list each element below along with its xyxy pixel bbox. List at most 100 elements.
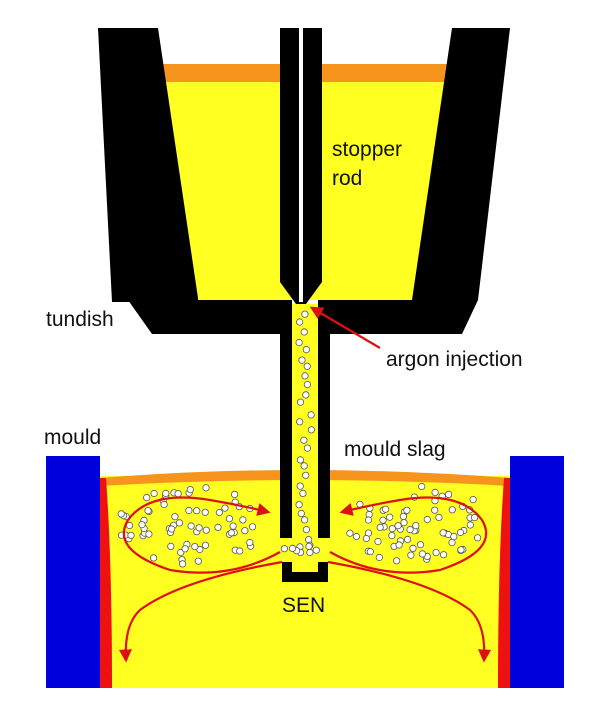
flow-loop-left [122,496,281,574]
mould-shell-left [100,478,112,688]
argon-bubble [362,534,370,543]
argon-bubble [201,541,210,549]
argon-bubble [388,531,396,540]
argon-bubble [418,482,426,491]
argon-bubble [312,546,320,554]
argon-bubble [201,508,209,516]
argon-bubble [214,523,222,532]
argon-bubble [412,521,420,530]
argon-bubble [366,548,374,556]
argon-bubble [374,537,382,546]
argon-bubble [297,509,305,518]
argon-bubble [450,532,458,541]
argon-bubble [305,542,313,550]
argon-bubble [195,524,203,532]
flow-jet-left [118,560,283,663]
argon-bubble [300,462,308,470]
argon-bubble [392,557,401,565]
argon-bubble [394,522,402,530]
argon-bubble [144,507,152,515]
argon-bubble [160,500,168,509]
argon-bubble [352,532,360,541]
argon-bubble [193,507,201,515]
argon-bubble [231,490,239,498]
argon-bubble [302,391,310,399]
argon-bubble [145,530,153,538]
argon-bubble [215,508,223,517]
argon-bubble [303,444,311,452]
argon-injection-pointer [309,306,381,349]
argon-bubble [466,521,474,529]
argon-bubble [143,493,151,502]
argon-bubble [150,554,158,562]
argon-bubble [186,485,194,494]
argon-bubble [388,525,396,533]
tundish-floor-right [318,300,478,334]
argon-bubble [375,553,383,562]
argon-bubble [300,328,308,336]
argon-bubble [303,362,311,370]
argon-bubble [301,310,309,318]
argon-bubble [296,398,305,406]
sen-submerged [280,456,330,582]
argon-bubble [399,512,407,521]
tundish [98,28,510,334]
argon-bubble [448,506,456,514]
stopper-rod [280,28,322,304]
mould-shell-right [498,478,510,688]
argon-bubble [185,506,193,515]
argon-bubble [295,501,303,509]
tundish-right-wall [412,28,510,300]
argon-bubble [444,490,453,498]
argon-bubble [395,541,403,549]
argon-bubble [473,534,482,542]
argon-bubble [239,516,247,524]
argon-bubble [418,550,426,558]
argon-bubble [307,426,315,434]
argon-bubble [127,531,135,539]
argon-bubble [175,519,184,527]
argon-bubble [191,542,199,551]
argon-bubble [288,544,297,553]
label-stopper-rod-line2: rod [332,167,362,190]
label-stopper-rod-line1: stopper [332,138,402,161]
argon-bubble [138,520,146,529]
argon-bubble [435,513,443,522]
argon-bubble [221,504,229,512]
argon-bubble [301,372,309,380]
argon-bubble [171,513,179,521]
argon-bubble [470,513,479,522]
label-mould-slag: mould slag [344,438,446,461]
flow-jet-right [327,560,492,663]
argon-bubble [167,542,175,551]
argon-bubble [202,484,210,492]
label-mould: mould [44,426,101,449]
argon-bubble [236,547,244,555]
argon-bubble [241,527,249,535]
argon-bubble [431,488,439,496]
argon-bubble [304,535,313,544]
argon-bubble [181,545,189,553]
argon-bubble [168,525,176,533]
argon-bubble [346,529,354,537]
argon-bubble [469,495,477,504]
argon-bubble [456,528,465,537]
argon-bubble [439,551,448,559]
argon-bubble [300,436,308,444]
argon-bubble [295,338,303,347]
argon-bubble [280,545,288,553]
label-tundish: tundish [46,308,114,331]
argon-bubble [302,471,310,479]
argon-bubble [403,506,411,514]
argon-bubble [229,522,237,530]
mould-right-wall [510,456,564,688]
argon-bubble [296,482,304,490]
argon-bubble [423,515,431,524]
argon-bubble [306,548,314,557]
argon-bubble [248,523,257,531]
argon-bubble [448,538,456,547]
argon-bubble [431,506,439,514]
argon-bubble [174,490,182,498]
mould-left-wall [46,456,100,688]
